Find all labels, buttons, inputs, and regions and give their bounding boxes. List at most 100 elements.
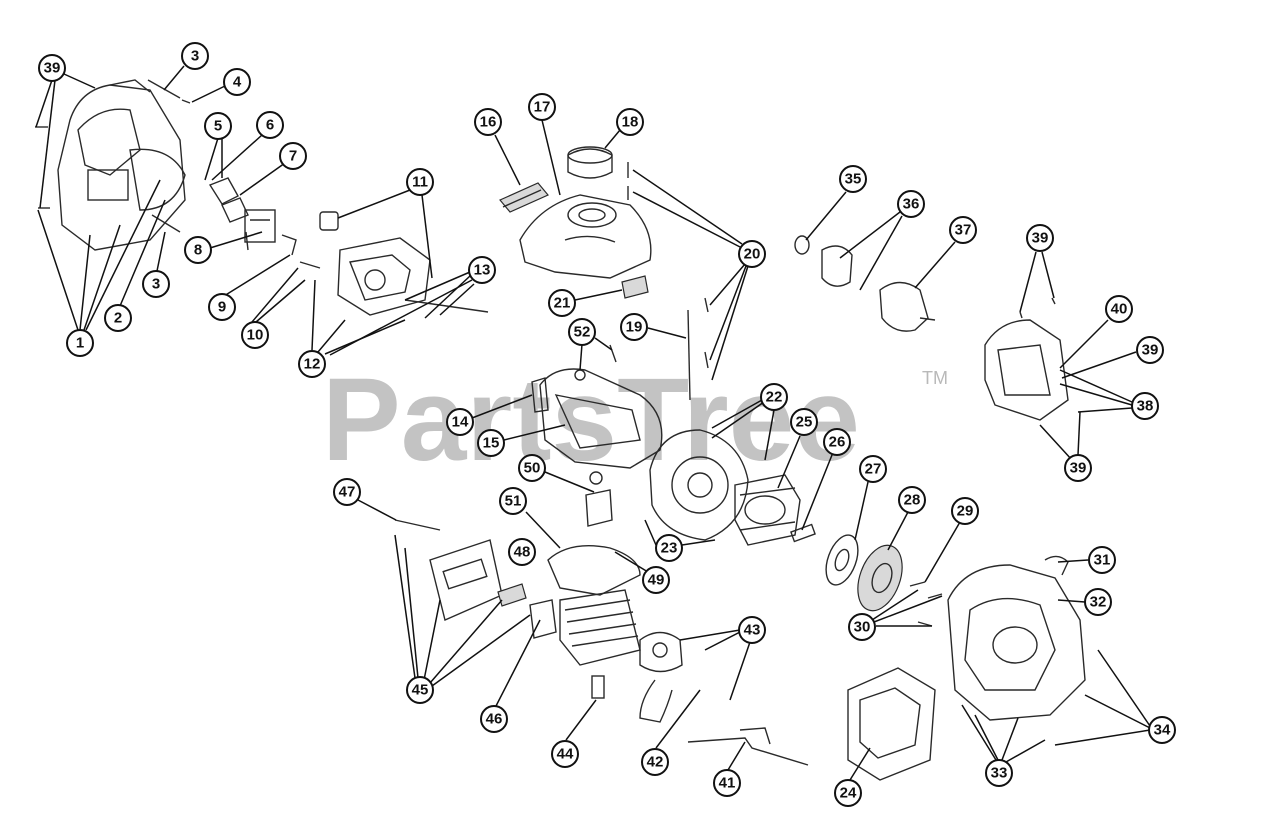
fuel-cap: [567, 146, 613, 179]
engine-shroud: [519, 194, 652, 279]
callout-39-right-top: 39: [1026, 224, 1054, 252]
svg-text:41: 41: [719, 775, 736, 792]
callout-3-lower: 3: [142, 270, 170, 298]
callout-46: 46: [480, 705, 508, 733]
callout-1: 1: [66, 329, 94, 357]
svg-text:14: 14: [452, 414, 469, 431]
svg-text:23: 23: [661, 540, 678, 557]
svg-text:31: 31: [1094, 552, 1111, 569]
watermark-trademark: TM: [922, 368, 948, 388]
callout-9: 9: [208, 293, 236, 321]
svg-text:5: 5: [214, 118, 222, 135]
svg-text:51: 51: [505, 493, 522, 510]
callout-39: 39: [38, 54, 66, 82]
gear-housing: [847, 667, 936, 781]
callout-15: 15: [477, 429, 505, 457]
callout-28: 28: [898, 486, 926, 514]
fuel-line: [687, 309, 691, 401]
svg-text:6: 6: [266, 117, 274, 134]
callout-40: 40: [1105, 295, 1133, 323]
carburetor-body: [299, 211, 489, 316]
svg-text:8: 8: [194, 242, 202, 259]
carburetor-small-parts: [208, 177, 297, 256]
svg-text:17: 17: [534, 99, 551, 116]
svg-text:20: 20: [744, 246, 761, 263]
callout-2: 2: [104, 304, 132, 332]
svg-text:26: 26: [829, 434, 846, 451]
svg-text:39: 39: [1142, 342, 1159, 359]
svg-text:4: 4: [233, 74, 242, 91]
callout-31: 31: [1088, 546, 1116, 574]
svg-text:49: 49: [648, 572, 665, 589]
callout-8: 8: [184, 236, 212, 264]
callout-48: 48: [508, 538, 536, 566]
svg-text:39: 39: [1070, 460, 1087, 477]
svg-text:22: 22: [766, 389, 783, 406]
svg-text:21: 21: [554, 295, 571, 312]
svg-text:25: 25: [796, 414, 813, 431]
callout-7: 7: [279, 142, 307, 170]
callout-5: 5: [204, 112, 232, 140]
callout-44: 44: [551, 740, 579, 768]
svg-text:30: 30: [854, 619, 871, 636]
svg-text:28: 28: [904, 492, 921, 509]
callout-35: 35: [839, 165, 867, 193]
spark-plug: [591, 675, 605, 699]
callout-51: 51: [499, 487, 527, 515]
callout-labels: 39 3 4 5 6 7 1 2 3 8 9 10 11 12 13 16 17…: [38, 42, 1176, 807]
callout-24: 24: [834, 779, 862, 807]
svg-text:40: 40: [1111, 301, 1128, 318]
svg-text:36: 36: [903, 196, 920, 213]
callout-29: 29: [951, 497, 979, 525]
clutch-parts: [794, 235, 936, 332]
svg-text:16: 16: [480, 114, 497, 131]
svg-text:46: 46: [486, 711, 503, 728]
leader-lines: [35, 65, 1151, 781]
svg-text:35: 35: [845, 171, 862, 188]
part-drawings: [35, 79, 1086, 781]
callout-12: 12: [298, 350, 326, 378]
svg-text:11: 11: [412, 174, 428, 191]
filter-21: [621, 275, 649, 299]
callout-41: 41: [713, 769, 741, 797]
flywheel: [857, 544, 903, 612]
cylinder: [547, 545, 641, 666]
callout-42: 42: [641, 748, 669, 776]
callout-43: 43: [738, 616, 766, 644]
callout-14: 14: [446, 408, 474, 436]
side-cover: [984, 297, 1069, 421]
callout-50: 50: [518, 454, 546, 482]
callout-49: 49: [642, 566, 670, 594]
svg-text:15: 15: [483, 435, 500, 452]
callout-4: 4: [223, 68, 251, 96]
callout-45: 45: [406, 676, 434, 704]
callout-26: 26: [823, 428, 851, 456]
fan-housing: [649, 429, 749, 541]
callout-19: 19: [620, 313, 648, 341]
svg-text:27: 27: [865, 461, 882, 478]
starter-pulley: [734, 474, 801, 546]
svg-text:10: 10: [247, 327, 264, 344]
screws-20: [627, 162, 709, 369]
primer-bulb: [585, 471, 613, 527]
callout-16: 16: [474, 108, 502, 136]
svg-text:19: 19: [626, 319, 643, 336]
screws-30: [909, 581, 943, 627]
callout-34: 34: [1148, 716, 1176, 744]
svg-text:44: 44: [557, 746, 574, 763]
svg-text:43: 43: [744, 622, 761, 639]
gasket-46: [529, 599, 557, 639]
svg-text:7: 7: [289, 148, 297, 165]
svg-text:24: 24: [840, 785, 857, 802]
svg-text:50: 50: [524, 460, 541, 477]
callout-27: 27: [859, 455, 887, 483]
callout-25: 25: [790, 408, 818, 436]
callout-3: 3: [181, 42, 209, 70]
svg-text:48: 48: [514, 544, 531, 561]
callout-52: 52: [568, 318, 596, 346]
svg-text:29: 29: [957, 503, 974, 520]
throttle-rod: [687, 727, 809, 766]
svg-text:52: 52: [574, 324, 591, 341]
svg-text:1: 1: [76, 335, 84, 352]
